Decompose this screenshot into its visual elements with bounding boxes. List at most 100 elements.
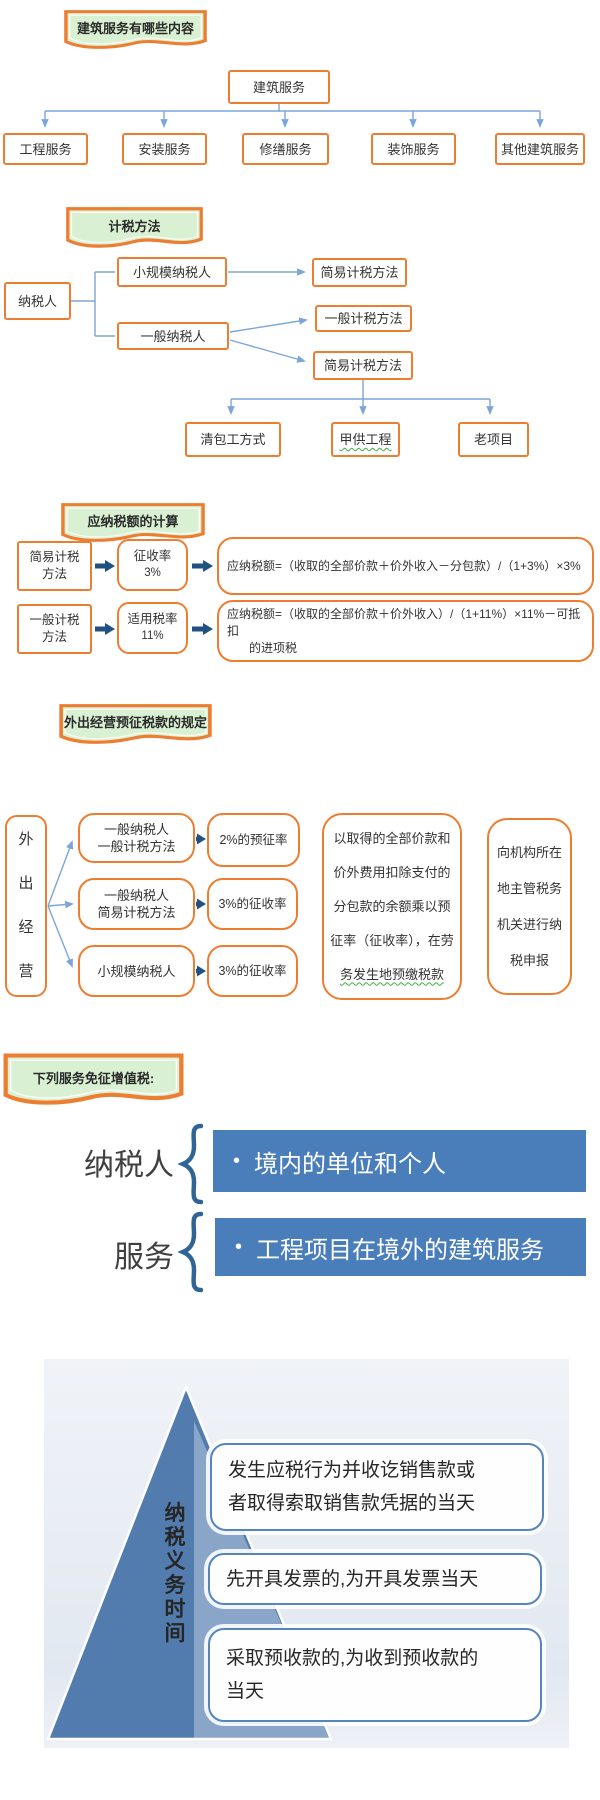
banner-tax-amount-calc: 应纳税额的计算 xyxy=(60,502,206,546)
branch-box-small-scale: 小规模纳税人 xyxy=(78,945,195,997)
org-child-box: 修缮服务 xyxy=(242,133,329,165)
org-child-box: 装饰服务 xyxy=(371,133,456,165)
label: 甲供工程 xyxy=(339,432,392,447)
taxpayer-box: 纳税人 xyxy=(4,282,71,320)
obligation-box-3: 采取预收款的,为收到预收款的 当天 xyxy=(208,1628,542,1722)
note-line: 分包款的余额乘以预 xyxy=(333,898,451,914)
banner-vat-exempt: 下列服务免征增值税: xyxy=(2,1052,185,1110)
line: 发生应税行为并收讫销售款或 xyxy=(228,1460,476,1481)
taxpayer-label: 纳税人 xyxy=(17,293,57,309)
obligation-box-2: 先开具发票的,为开具发票当天 xyxy=(208,1553,542,1605)
case-laoxiangmu-box: 老项目 xyxy=(458,422,529,457)
child-label: 安装服务 xyxy=(138,141,191,157)
pyramid-label: 纳税义务时间 xyxy=(164,1502,186,1645)
formula-line: 的进项税 xyxy=(249,640,298,655)
exempt-label-service: 服务 xyxy=(114,1241,174,1274)
line: 一般纳税人 xyxy=(103,822,169,837)
line: 采取预收款的,为收到预收款的 xyxy=(226,1648,479,1669)
banner-ribbon-shape xyxy=(64,10,207,49)
result-label: 3%的征收率 xyxy=(218,896,287,911)
case-qingbaogong-box: 清包工方式 xyxy=(185,422,281,457)
org-child-box: 其他建筑服务 xyxy=(495,133,585,165)
branch-box-general-simple: 一般纳税人 简易计税方法 xyxy=(78,878,195,930)
line: 小规模纳税人 xyxy=(97,963,176,979)
exempt-bar-text: 境内的单位和个人 xyxy=(254,1150,447,1178)
bullet-icon: • xyxy=(235,1235,243,1258)
org-child-box: 安装服务 xyxy=(122,133,207,165)
child-label: 装饰服务 xyxy=(387,141,440,157)
banner-construction-services: 建筑服务有哪些内容 xyxy=(63,9,208,53)
child-label: 其他建筑服务 xyxy=(500,141,579,157)
root-box-construction: 建筑服务 xyxy=(228,70,330,104)
line: 方法 xyxy=(41,567,67,581)
method-box-general: 一般计税 方法 xyxy=(17,604,92,654)
banner-title: 外出经营预征税款的规定 xyxy=(63,715,207,730)
exempt-bar-service: • 工程项目在境外的建筑服务 xyxy=(215,1218,586,1276)
banner-title: 下列服务免征增值税: xyxy=(32,1070,155,1086)
report-line: 机关进行纳 xyxy=(496,916,562,932)
case-jiagong-box: 甲供工程 xyxy=(331,422,400,457)
line: 简易计税方法 xyxy=(97,905,176,920)
child-label: 修缮服务 xyxy=(259,141,312,157)
branch-box-general-general: 一般纳税人 一般计税方法 xyxy=(78,813,195,863)
general-taxpayer-box: 一般纳税人 xyxy=(117,322,229,350)
formula-line: 应纳税额=（收取的全部价款＋价外收入）/（1+11%）×11%－可抵扣 xyxy=(227,606,581,638)
line: 一般纳税人 xyxy=(103,888,169,903)
note-line: 征率（征收率），在劳 xyxy=(330,932,454,948)
exempt-bar-taxpayer: • 境内的单位和个人 xyxy=(213,1130,586,1192)
result-box-3pct-b: 3%的征收率 xyxy=(207,945,298,997)
exempt-label-taxpayer: 纳税人 xyxy=(84,1149,174,1182)
root-box-label: 建筑服务 xyxy=(252,79,305,95)
formula-line: 应纳税额=（收取的全部价款＋价外收入－分包款）/（1+3%）×3% xyxy=(227,558,581,573)
banner-ribbon-shape xyxy=(66,207,203,248)
outbound-vertical-box: 外出经营 xyxy=(5,815,47,997)
line: 11% xyxy=(141,630,164,642)
note-line: 价外费用扣除支付的 xyxy=(333,864,451,880)
obligation-box-1: 发生应税行为并收讫销售款或 者取得索取销售款凭据的当天 xyxy=(210,1443,544,1531)
brace-icon xyxy=(177,1211,204,1293)
label: 清包工方式 xyxy=(200,432,266,447)
general-method-box: 一般计税方法 xyxy=(315,305,412,332)
line: 3% xyxy=(144,567,161,579)
line: 一般计税方法 xyxy=(97,839,176,854)
line: 先开具发票的,为开具发票当天 xyxy=(226,1568,479,1590)
exempt-bar-text: 工程项目在境外的建筑服务 xyxy=(256,1236,545,1264)
line: 适用税率 xyxy=(127,612,178,626)
banner-title: 建筑服务有哪些内容 xyxy=(76,20,194,36)
method-box-simple: 简易计税 方法 xyxy=(17,541,92,591)
rate-box-3pct: 征收率 3% xyxy=(117,539,188,591)
banner-title: 计税方法 xyxy=(108,218,161,234)
report-line: 地主管税务 xyxy=(496,880,562,896)
line: 简易计税 xyxy=(29,550,80,564)
result-box-2pct: 2%的预征率 xyxy=(207,813,300,867)
line: 当天 xyxy=(226,1681,265,1702)
simple-method-top-box: 简易计税方法 xyxy=(312,258,407,287)
banner-ribbon-shape xyxy=(61,503,205,542)
result-label: 2%的预征率 xyxy=(219,832,288,847)
line: 一般计税 xyxy=(29,613,80,627)
label: 老项目 xyxy=(473,432,513,447)
brace-icon xyxy=(177,1123,204,1205)
note-line: 务发生地预缴税款 xyxy=(339,966,444,982)
outbound-note-box: 以取得的全部价款和 价外费用扣除支付的 分包款的余额乘以预 征率（征收率），在劳… xyxy=(322,813,462,1000)
child-label: 工程服务 xyxy=(19,141,72,157)
label: 一般计税方法 xyxy=(324,311,403,326)
report-line: 税申报 xyxy=(509,952,549,968)
label: 简易计税方法 xyxy=(320,265,399,280)
result-box-3pct-a: 3%的征收率 xyxy=(207,878,298,930)
note-line: 以取得的全部价款和 xyxy=(333,830,451,846)
simple-method-bottom-box: 简易计税方法 xyxy=(313,351,413,380)
banner-tax-method: 计税方法 xyxy=(65,206,204,252)
line: 者取得索取销售款凭据的当天 xyxy=(228,1493,476,1514)
rate-box-11pct: 适用税率 11% xyxy=(117,602,188,654)
report-line: 向机构所在 xyxy=(496,844,562,860)
banner-ribbon-shape xyxy=(59,704,212,744)
label: 一般纳税人 xyxy=(140,328,206,344)
line: 征收率 xyxy=(133,549,172,563)
label: 简易计税方法 xyxy=(323,358,402,373)
report-box: 向机构所在 地主管税务 机关进行纳 税申报 xyxy=(487,818,572,995)
formula-box-general: 应纳税额=（收取的全部价款＋价外收入）/（1+11%）×11%－可抵扣 的进项税 xyxy=(217,600,594,662)
result-label: 3%的征收率 xyxy=(218,963,287,978)
outbound-vertical-label: 外出经营 xyxy=(18,831,34,980)
